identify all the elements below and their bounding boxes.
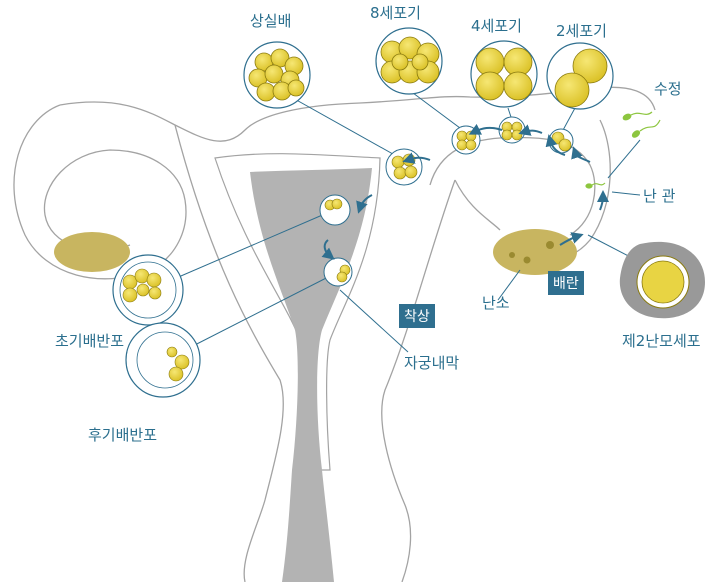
four-cell-cells [475,47,533,101]
late-blastocyst-cells [166,346,190,382]
follicle-dot [523,256,531,264]
ovary [493,229,577,275]
uterine-cavity [250,168,372,582]
fertilization-label: 수정 [654,80,682,98]
morula-label: 상실배 [250,12,292,30]
four-cell-label: 4세포기 [471,17,522,35]
early-blastocyst-label: 초기배반포 [55,332,125,350]
curved-arrow-icon [321,123,609,260]
endometrium-label: 자궁내막 [404,354,460,372]
implantation-badge: 착상 [399,304,435,328]
two-cell-cells [554,48,608,108]
fallopian-tube-label: 난 관 [643,187,676,205]
sperm-icon [585,111,661,189]
late-blastocyst-membrane [136,331,194,389]
oocyte-cytoplasm [641,260,685,304]
ovary-label: 난소 [482,294,510,312]
eight-cell-label: 8세포기 [370,4,421,22]
two-cell-label: 2세포기 [556,22,607,40]
early-blastocyst-membrane [119,261,177,319]
follicle-dot [546,241,554,249]
follicle-dot [509,252,515,258]
connector-lines [159,87,641,353]
left-ovary [54,232,130,272]
ovulation-badge: 배란 [548,271,584,295]
secondary-oocyte-label: 제2난모세포 [622,332,701,350]
late-blastocyst-label: 후기배반포 [88,426,158,444]
morula-cells [248,48,305,102]
cavity-outline [214,153,381,471]
early-blastocyst-cells [122,268,162,303]
eight-cell-cells [380,36,440,84]
